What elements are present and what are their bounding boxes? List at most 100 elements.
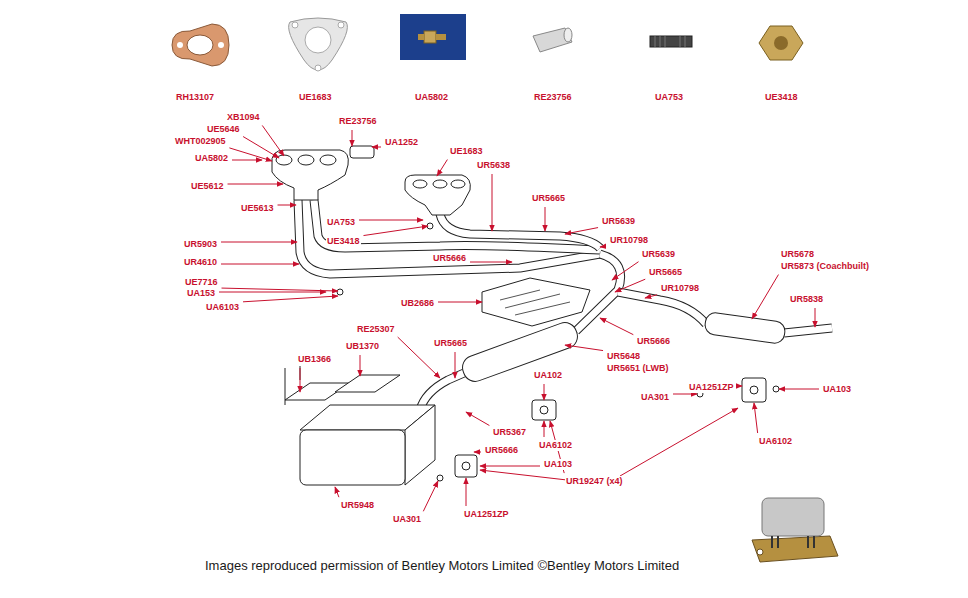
leader-line [221,242,297,243]
gasket-photo [218,42,224,48]
callout-number: UA1251ZP [688,382,735,393]
leader-line [437,160,447,176]
callout-number: UR5665 [648,267,683,278]
callout-number: UA1252 [384,137,419,148]
exhaust-manifold [405,175,470,215]
heat-pad [285,366,300,405]
callout-number: UR5639 [641,249,676,260]
leader-line [565,228,598,234]
leader-line [545,207,546,231]
heat-pad [335,375,400,392]
leader-line [480,466,540,467]
gasket-photo [172,24,229,66]
callout-number: UE7716 [184,277,219,288]
leader-line [544,384,545,400]
rubber-mount [462,462,470,470]
leader-line [359,220,423,221]
callout-number: UE5613 [240,203,275,214]
exhaust-manifold [433,180,447,188]
mount-photo [752,536,838,562]
leader-line [262,125,284,156]
leader-line [352,130,353,146]
exhaust-manifold [272,150,349,200]
gasket-photo [187,35,213,55]
callout-number: UA6102 [538,440,573,451]
callout-number: UA103 [543,459,573,470]
leader-line [466,478,467,506]
leader-line [752,275,778,319]
gasket-photo [292,22,298,28]
callout-number: RE23756 [338,116,378,127]
callout-number: RE25307 [356,324,396,335]
silencer [459,319,581,384]
silencer [405,405,435,485]
part-number: UE3418 [764,92,799,103]
callout-number: UE3418 [326,236,361,247]
callout-number: UA6102 [758,436,793,447]
gasket-photo [315,65,321,71]
leader-line [455,352,456,378]
silencer [704,312,786,345]
leader-line [738,386,742,387]
rubber-mount [437,378,779,481]
callout-number: UE5646 [206,124,241,135]
rubber-mount [532,400,556,420]
fitting-photo [436,34,446,40]
callout-number: UR10798 [660,283,700,294]
leader-line [480,408,738,480]
heat-shield [482,278,590,326]
leader-line [466,412,489,426]
exhaust-pipe [618,292,706,324]
exhaust-manifold [350,146,374,158]
silencer [300,430,405,485]
leader-line [360,355,361,376]
mount-photo [762,498,824,536]
callout-number: UA103 [822,384,852,395]
callout-number: UA102 [533,370,563,381]
leader-line [615,279,645,292]
nut-photo [759,26,803,60]
exhaust-pipe [440,214,600,248]
rubber-mount [455,455,477,477]
exhaust-pipe [298,200,832,410]
nut-photo [759,26,803,60]
callout-number: UR5665 [531,193,566,204]
callout-number: UR5638 [476,160,511,171]
part-number: UA753 [654,92,684,103]
caption: Images reproduced permission of Bentley … [205,558,679,574]
leader-line [754,403,758,433]
exhaust-manifold [451,180,465,188]
callout-number: UR5651 (LWB) [606,363,670,374]
callout-number: UA301 [392,514,422,525]
leader-line [600,318,633,335]
part-number: RH13107 [175,92,215,103]
leader-line [470,262,512,263]
stud-photo [650,36,692,47]
callout-number: UR19247 (x4) [565,476,624,487]
leader-line [232,160,262,161]
callout-number: UA301 [640,392,670,403]
callout-number: UE1683 [449,146,484,157]
callout-number: UR5838 [789,294,824,305]
nut-photo [774,36,788,50]
part-number: UE1683 [298,92,333,103]
leader-line [565,345,603,351]
gasket-photo [289,18,348,70]
exhaust-manifold [337,289,343,295]
leader-line [278,205,296,206]
gasket-photo [172,24,229,66]
leader-line [423,481,438,511]
leader-line [335,487,339,497]
exhaust-pipe [784,328,832,333]
gasket-photo [289,18,348,71]
leader-line [243,137,279,158]
leader-line [620,408,738,476]
leader-lines [219,125,819,511]
callout-number: UE5612 [190,181,225,192]
gasket-photo [177,42,183,48]
exhaust-manifold [276,155,292,165]
callout-number: UR5665 [433,338,468,349]
leader-line [219,292,326,293]
exhaust-manifold [320,155,336,165]
